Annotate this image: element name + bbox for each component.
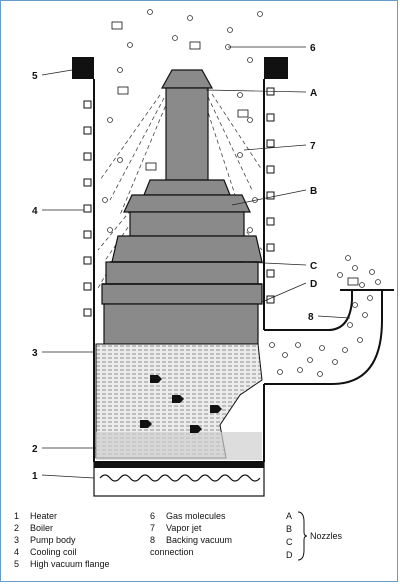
backing-vacuum-connection (264, 289, 394, 385)
nozzle-brace (297, 511, 308, 561)
nozzles-label: Nozzles (310, 531, 343, 541)
nozzle-letter: D (286, 550, 293, 560)
high-vacuum-flange-left (72, 57, 94, 79)
callout-C: C (310, 261, 317, 272)
jet-stack (101, 69, 263, 345)
nozzle-letter: C (286, 537, 293, 547)
diffusion-pump-diagram: 5 4 3 2 1 6 A 7 B C D 8 (32, 9, 394, 497)
callout-6: 6 (310, 43, 316, 54)
callout-1: 1 (32, 471, 38, 482)
callout-A: A (310, 88, 317, 99)
boiler-base (96, 432, 262, 460)
callout-7: 7 (310, 141, 316, 152)
nozzle-letter: B (286, 524, 293, 534)
high-vacuum-flange-right (264, 57, 288, 79)
gas-molecules (102, 9, 381, 377)
callout-5: 5 (32, 71, 38, 82)
callout-8: 8 (308, 312, 314, 323)
nozzle-letter: A (286, 511, 293, 521)
leader-lines (41, 46, 351, 479)
legend-item: connection (150, 547, 194, 557)
callout-4: 4 (32, 206, 38, 217)
callout-B: B (310, 186, 317, 197)
callout-3: 3 (32, 348, 38, 359)
callout-2: 2 (32, 444, 38, 455)
callout-D: D (310, 279, 317, 290)
gas-molecule-markers (111, 21, 359, 286)
boiler-bubbles (140, 375, 222, 433)
cooling-coil (83, 87, 275, 317)
heater (93, 461, 265, 497)
